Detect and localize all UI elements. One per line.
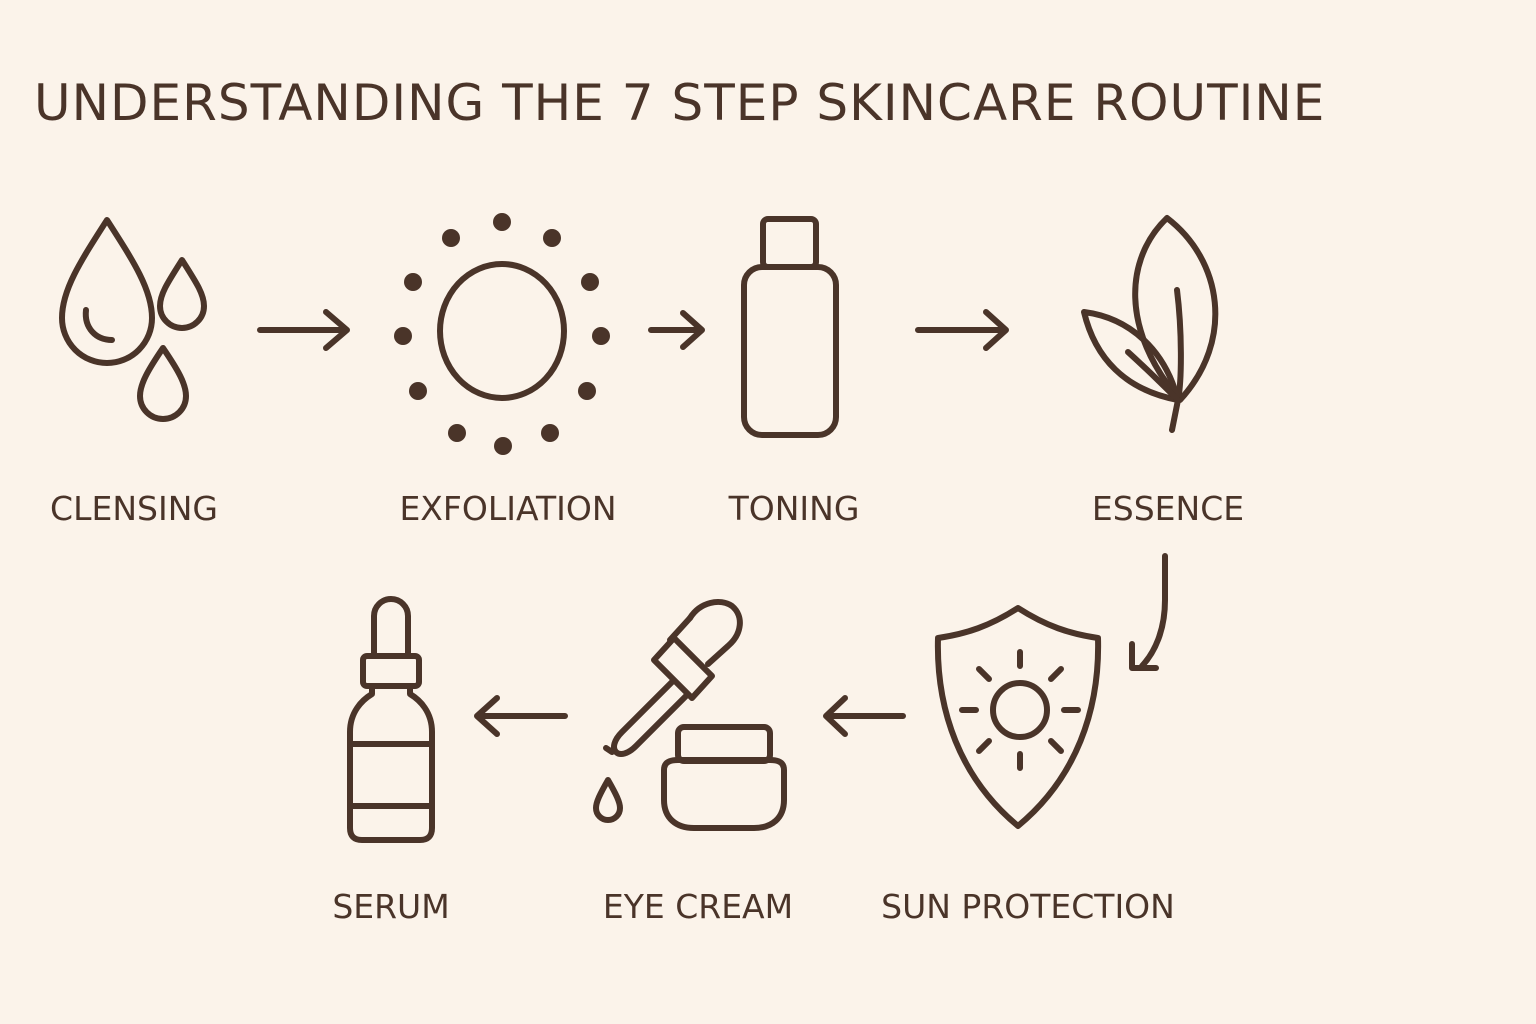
- step-label-sun-protection: SUN PROTECTION: [881, 887, 1175, 926]
- dropper-jar-icon: [593, 599, 787, 831]
- arrow-right-icon: [915, 309, 1009, 351]
- dotted-circle-icon: [394, 213, 610, 455]
- arrow-right-icon: [257, 309, 350, 351]
- toner-bottle-icon: [741, 216, 839, 438]
- step-label-exfoliation: EXFOLIATION: [399, 489, 617, 528]
- step-label-cleansing: CLENSING: [50, 489, 218, 528]
- step-label-toning: TONING: [728, 489, 860, 528]
- sun-shield-icon: [934, 605, 1102, 829]
- arrow-left-icon: [474, 695, 568, 737]
- serum-bottle-icon: [347, 596, 435, 843]
- step-label-eye-cream: EYE CREAM: [602, 887, 794, 926]
- leaf-icon: [1081, 215, 1219, 433]
- arrow-right-icon: [648, 310, 705, 350]
- step-label-serum: SERUM: [332, 887, 450, 926]
- water-drops-icon: [59, 217, 207, 422]
- step-label-essence: ESSENCE: [1091, 489, 1245, 528]
- arrow-left-icon: [823, 695, 906, 737]
- page-title: UNDERSTANDING THE 7 STEP SKINCARE ROUTIN…: [34, 74, 1326, 132]
- arrow-down-curved-icon: [1129, 553, 1168, 671]
